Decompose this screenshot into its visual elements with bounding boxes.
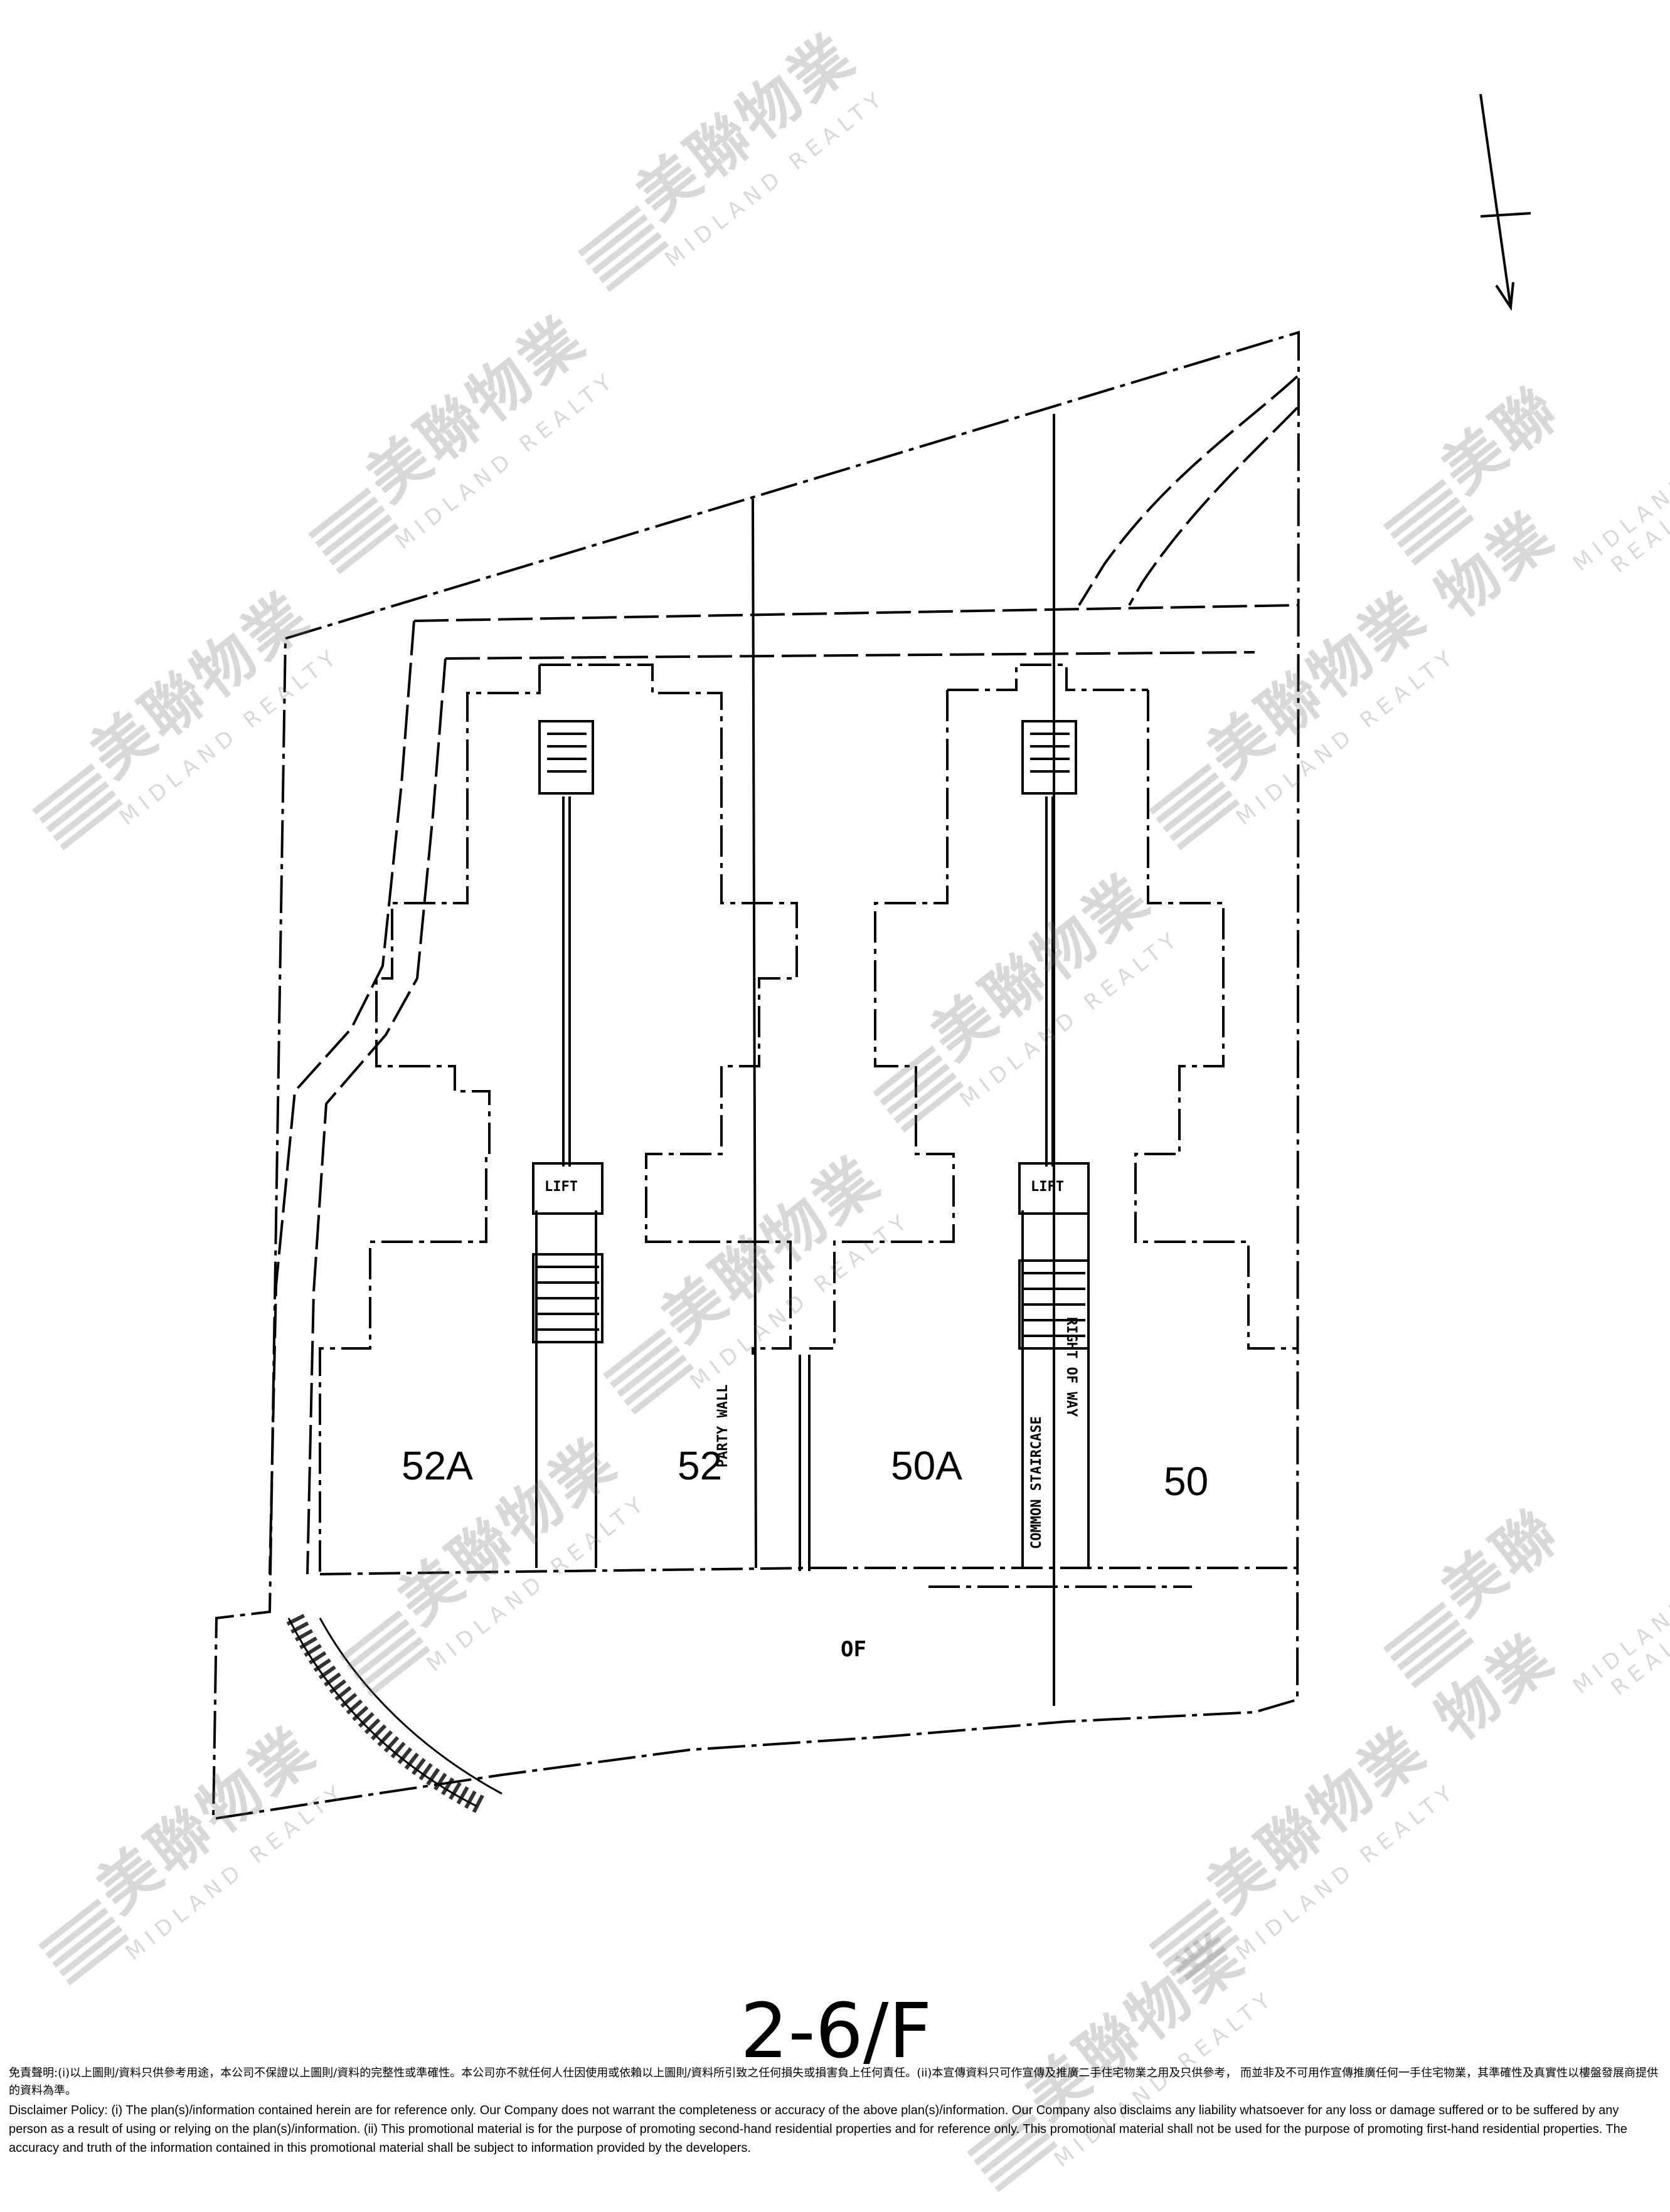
party-wall-annotation: PARTY WALL xyxy=(715,1384,731,1468)
party-wall-line xyxy=(752,498,757,1569)
north-arrow-icon xyxy=(1479,93,1531,311)
stair-core-right xyxy=(1018,720,1090,1568)
driveway-path xyxy=(269,375,1299,1575)
right-of-way-annotation: RIGHT OF WAY xyxy=(1063,1317,1079,1417)
hatched-curve xyxy=(286,1614,503,1815)
unit-label-52: 52 xyxy=(678,1443,723,1488)
lift-label-left: LIFT xyxy=(545,1179,578,1195)
unit-label-50a: 50A xyxy=(891,1443,962,1488)
floor-plan-drawing xyxy=(211,93,1531,1821)
unit-label-52a: 52A xyxy=(402,1443,473,1488)
of-annotation: OF xyxy=(841,1637,866,1662)
common-staircase-annotation: COMMON STAIRCASE xyxy=(1029,1416,1045,1549)
stair-core-left xyxy=(532,720,604,1568)
disclaimer-english: Disclaimer Policy: (i) The plan(s)/infor… xyxy=(9,2104,1627,2155)
lift-label-right: LIFT xyxy=(1031,1179,1064,1195)
disclaimer-chinese: 免責聲明:(i)以上圖則/資料只供參考用途，本公司不保證以上圖則/資料的完整性或… xyxy=(9,2066,1659,2097)
building-block-right xyxy=(809,664,1297,1588)
floor-label: 2-6/F xyxy=(740,1988,932,2075)
building-block-left xyxy=(319,664,816,1575)
site-boundary xyxy=(211,331,1300,1821)
unit-label-50: 50 xyxy=(1164,1459,1209,1504)
